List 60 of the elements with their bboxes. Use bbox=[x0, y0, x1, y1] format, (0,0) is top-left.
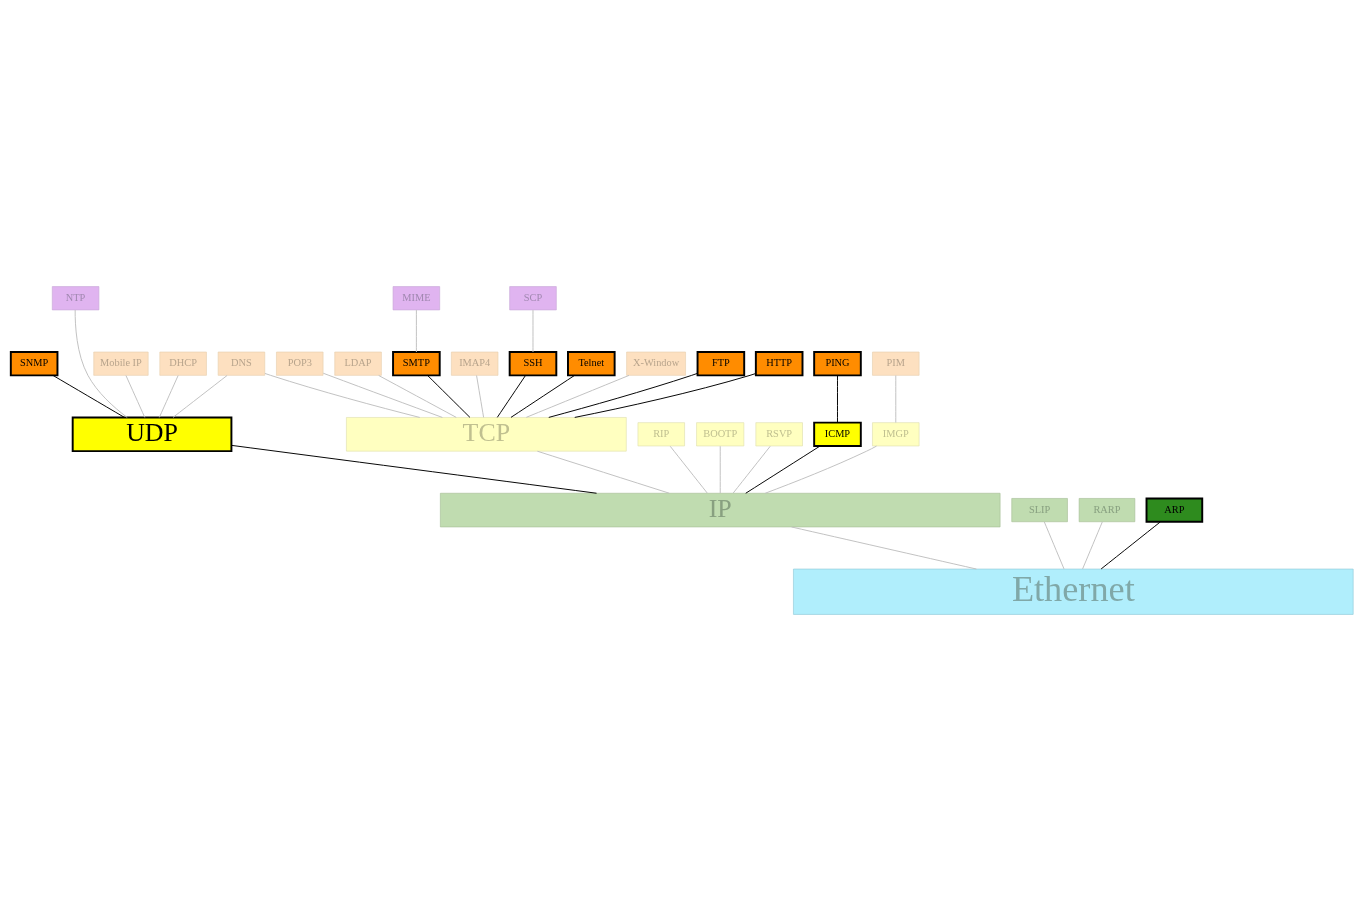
node-box: RARP bbox=[1078, 498, 1136, 523]
node-box: ICMP bbox=[813, 421, 862, 447]
node-box: TCP bbox=[346, 417, 627, 452]
connector bbox=[427, 375, 471, 418]
connector bbox=[496, 375, 526, 418]
node-box: Mobile IP bbox=[93, 351, 149, 376]
node-box: FTP bbox=[696, 351, 746, 377]
node-box: Telnet bbox=[567, 351, 616, 377]
node-box: PING bbox=[813, 351, 862, 377]
connector bbox=[322, 372, 443, 418]
node-box: DHCP bbox=[159, 351, 207, 376]
node-box: IMAP4 bbox=[451, 351, 499, 376]
connector bbox=[719, 445, 721, 494]
node-box: SMTP bbox=[392, 351, 441, 377]
node-box: ARP bbox=[1145, 497, 1204, 523]
node-box: RSVP bbox=[755, 422, 803, 447]
node-box: MIME bbox=[392, 286, 441, 311]
connector bbox=[790, 526, 977, 570]
connector bbox=[745, 445, 821, 494]
node-box: IP bbox=[440, 492, 1001, 528]
connector bbox=[158, 375, 179, 418]
connector bbox=[1100, 521, 1161, 570]
node-box: SLIP bbox=[1011, 498, 1068, 523]
connector bbox=[415, 309, 417, 353]
connector bbox=[1082, 521, 1103, 570]
connector bbox=[510, 375, 575, 418]
connector bbox=[669, 445, 708, 494]
node-box: Ethernet bbox=[793, 568, 1354, 615]
connector bbox=[1043, 521, 1065, 570]
node-box: DNS bbox=[217, 351, 266, 376]
connector bbox=[52, 375, 125, 418]
connector bbox=[895, 375, 897, 424]
connector bbox=[378, 375, 457, 418]
node-box: HTTP bbox=[754, 351, 804, 377]
node-box: X-Window bbox=[626, 351, 686, 376]
node-box: UDP bbox=[71, 416, 233, 453]
connector bbox=[536, 450, 670, 494]
connector bbox=[264, 372, 421, 418]
node-box: RIP bbox=[637, 422, 685, 447]
connector bbox=[732, 445, 771, 494]
node-box: POP3 bbox=[276, 351, 324, 376]
connector bbox=[476, 375, 485, 418]
connector bbox=[231, 444, 598, 494]
node-box: PIM bbox=[872, 351, 920, 376]
node-box: IMGP bbox=[872, 422, 920, 447]
connector bbox=[548, 372, 698, 418]
node-box: SNMP bbox=[9, 351, 59, 377]
connector bbox=[574, 373, 757, 418]
node-box: SSH bbox=[508, 351, 558, 377]
connector bbox=[837, 375, 838, 424]
connector bbox=[74, 309, 128, 418]
node-box: SCP bbox=[509, 286, 557, 311]
connector bbox=[532, 309, 534, 353]
node-box: BOOTP bbox=[696, 422, 745, 447]
connector bbox=[125, 375, 146, 418]
node-box: NTP bbox=[51, 286, 100, 311]
node-box: LDAP bbox=[334, 351, 382, 376]
connector bbox=[172, 375, 228, 418]
connector bbox=[764, 445, 877, 494]
connector bbox=[525, 374, 630, 418]
